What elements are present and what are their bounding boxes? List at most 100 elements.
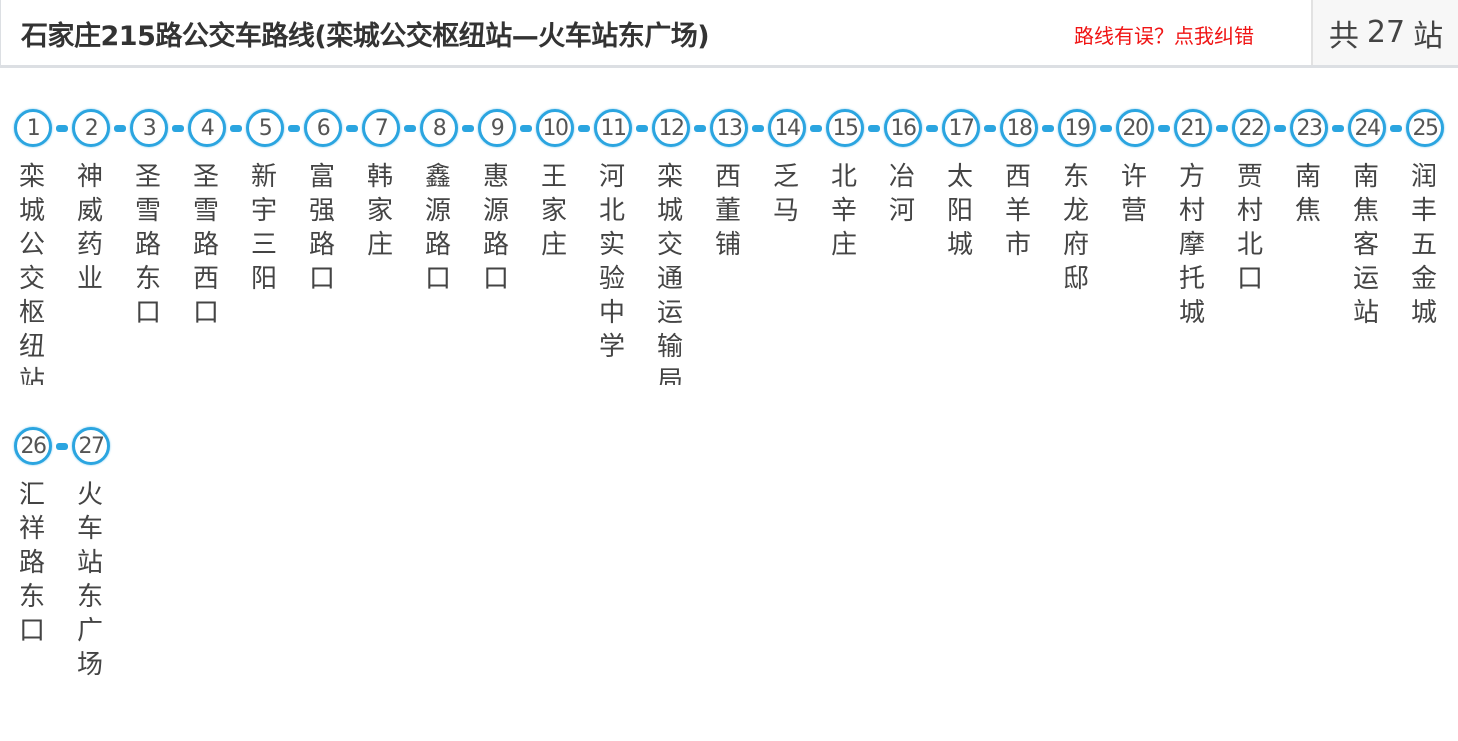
station-item[interactable]: 9 惠源路口 [468,105,532,423]
station-name: 新宇三阳 [251,162,278,294]
route-connector [346,125,358,132]
route-connector [56,443,68,450]
report-error-link[interactable]: 路线有误？点我纠错 [1074,24,1254,48]
page-title: 石家庄215路公交车路线(栾城公交枢纽站—火车站东广场) [21,21,710,52]
station-name: 河北实验中学 [599,162,626,362]
route-connector [810,125,822,132]
station-name: 润丰五金城 [1411,162,1438,328]
station-item[interactable]: 25 润丰五金城 [1396,105,1454,423]
station-item[interactable]: 6 富强路口 [294,105,358,423]
station-item[interactable]: 19 东龙府邸 [1048,105,1112,423]
station-number-badge: 16 [884,109,922,147]
route-connector [926,125,938,132]
route-connector [172,125,184,132]
station-name: 鑫源路口 [425,162,452,294]
station-name: 圣雪路东口 [135,162,162,328]
station-number-badge: 11 [594,109,632,147]
station-number-badge: 5 [246,109,284,147]
station-number-badge: 2 [72,109,110,147]
station-item[interactable]: 7 韩家庄 [352,105,416,423]
station-number-badge: 25 [1406,109,1444,147]
count-value: 27 [1366,15,1406,50]
route-connector [1158,125,1170,132]
station-item[interactable]: 14 乏马 [758,105,822,423]
route-connector [868,125,880,132]
station-number-badge: 4 [188,109,226,147]
route-connector [694,125,706,132]
station-number-badge: 15 [826,109,864,147]
station-number-badge: 10 [536,109,574,147]
station-item[interactable]: 3 圣雪路东口 [120,105,184,423]
route-connector [1332,125,1344,132]
station-name: 许营 [1121,162,1148,226]
station-number-badge: 13 [710,109,748,147]
route-connector [1390,125,1402,132]
station-number-badge: 23 [1290,109,1328,147]
station-name: 栾城交通运输局 [657,162,684,385]
station-name: 韩家庄 [367,162,394,260]
station-name: 东龙府邸 [1063,162,1090,294]
station-name: 太阳城 [947,162,974,260]
route-header: 石家庄215路公交车路线(栾城公交枢纽站—火车站东广场) 路线有误？点我纠错 共… [0,0,1458,68]
route-connector [1042,125,1054,132]
route-connector [288,125,300,132]
station-item[interactable]: 12 栾城交通运输局 [642,105,706,423]
station-number-badge: 3 [130,109,168,147]
station-name: 惠源路口 [483,162,510,294]
station-number-badge: 18 [1000,109,1038,147]
station-item[interactable]: 21 方村摩托城 [1164,105,1228,423]
station-name: 汇祥路东口 [19,480,46,646]
station-name: 圣雪路西口 [193,162,220,328]
station-item[interactable]: 26 汇祥路东口 [4,423,68,741]
route-connector [1100,125,1112,132]
station-number-badge: 19 [1058,109,1096,147]
station-name: 王家庄 [541,162,568,260]
station-name: 南焦 [1295,162,1322,226]
route-connector [114,125,126,132]
station-number-badge: 14 [768,109,806,147]
station-number-badge: 6 [304,109,342,147]
route-connector [404,125,416,132]
station-count: 共 27 站 [1311,0,1458,65]
station-number-badge: 12 [652,109,690,147]
route-connector [636,125,648,132]
station-item[interactable]: 5 新宇三阳 [236,105,300,423]
station-name: 贾村北口 [1237,162,1264,294]
station-number-badge: 21 [1174,109,1212,147]
station-number-badge: 1 [14,109,52,147]
station-number-badge: 7 [362,109,400,147]
station-name: 南焦客运站 [1353,162,1380,328]
station-name: 乏马 [773,162,800,226]
station-name: 方村摩托城 [1179,162,1206,328]
route-connector [462,125,474,132]
station-item[interactable]: 11 河北实验中学 [584,105,648,423]
station-name: 西董铺 [715,162,742,260]
count-suffix: 站 [1413,18,1444,54]
station-number-badge: 8 [420,109,458,147]
station-item[interactable]: 13 西董铺 [700,105,764,423]
station-item[interactable]: 10 王家庄 [526,105,590,423]
station-number-badge: 9 [478,109,516,147]
station-item[interactable]: 17 太阳城 [932,105,996,423]
route-connector [752,125,764,132]
station-item[interactable]: 23 南焦 [1280,105,1344,423]
route-connector [984,125,996,132]
station-item[interactable]: 8 鑫源路口 [410,105,474,423]
route-connector [56,125,68,132]
station-name: 富强路口 [309,162,336,294]
station-item[interactable]: 4 圣雪路西口 [178,105,242,423]
station-number-badge: 17 [942,109,980,147]
station-number-badge: 26 [14,427,52,465]
station-number-badge: 27 [72,427,110,465]
route-connector [1216,125,1228,132]
